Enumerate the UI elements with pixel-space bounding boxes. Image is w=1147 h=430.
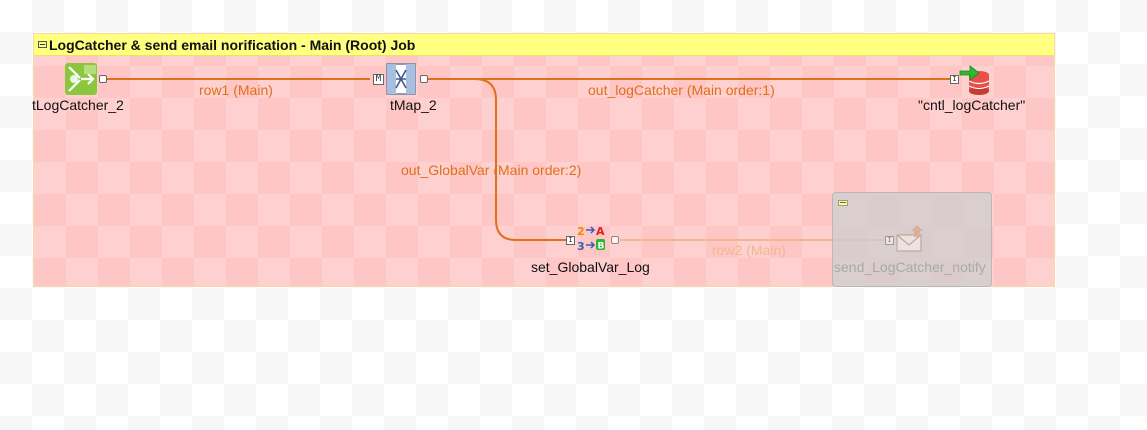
- out-logcatcher-link-label: out_logCatcher (Main order:1): [588, 82, 775, 98]
- set-global-var-icon: 2 A 3 B: [577, 225, 605, 253]
- row1-link-label: row1 (Main): [199, 82, 273, 98]
- db-output-input-port[interactable]: I: [950, 75, 959, 84]
- out-globalvar-link: [428, 78, 566, 241]
- collapse-subjob-button[interactable]: [38, 41, 47, 48]
- send-mail-input-port[interactable]: I: [885, 236, 894, 245]
- tmap-icon: [386, 63, 416, 95]
- tmap-label: tMap_2: [390, 97, 437, 113]
- set-global-label: set_GlobalVar_Log: [531, 259, 650, 275]
- tmap-main-input-port[interactable]: M: [373, 74, 384, 85]
- send-mail-label: send_LogCatcher_notify: [834, 259, 986, 275]
- log-catcher-output-port[interactable]: [99, 75, 107, 83]
- deactivated-subjob-box[interactable]: [832, 192, 992, 287]
- svg-text:2: 2: [577, 225, 585, 238]
- deactivated-collapse-button[interactable]: [838, 200, 848, 206]
- log-catcher-icon: [65, 63, 97, 95]
- set-global-output-port[interactable]: [611, 236, 619, 244]
- set-global-node[interactable]: 2 A 3 B: [575, 223, 609, 253]
- subjob-header[interactable]: LogCatcher & send email norification - M…: [34, 34, 1054, 56]
- tmap-node[interactable]: [384, 62, 418, 96]
- log-catcher-label: tLogCatcher_2: [32, 97, 124, 113]
- subjob-title: LogCatcher & send email norification - M…: [49, 36, 416, 53]
- svg-text:3: 3: [577, 240, 585, 253]
- svg-text:B: B: [598, 242, 605, 252]
- tmap-output-port[interactable]: [420, 75, 428, 83]
- set-global-input-port[interactable]: I: [566, 236, 575, 245]
- out-globalvar-link-label: out_GlobalVar (Main order:2): [401, 162, 582, 178]
- db-output-node[interactable]: [958, 63, 992, 97]
- email-icon: [896, 225, 923, 252]
- subjob-container[interactable]: LogCatcher & send email norification - M…: [33, 33, 1055, 287]
- database-output-icon: [959, 65, 990, 95]
- send-mail-node[interactable]: [895, 223, 927, 253]
- log-catcher-node[interactable]: [64, 62, 98, 96]
- db-output-label: "cntl_logCatcher": [918, 97, 1026, 113]
- row2-link-label: row2 (Main): [712, 242, 786, 258]
- svg-text:A: A: [596, 225, 605, 238]
